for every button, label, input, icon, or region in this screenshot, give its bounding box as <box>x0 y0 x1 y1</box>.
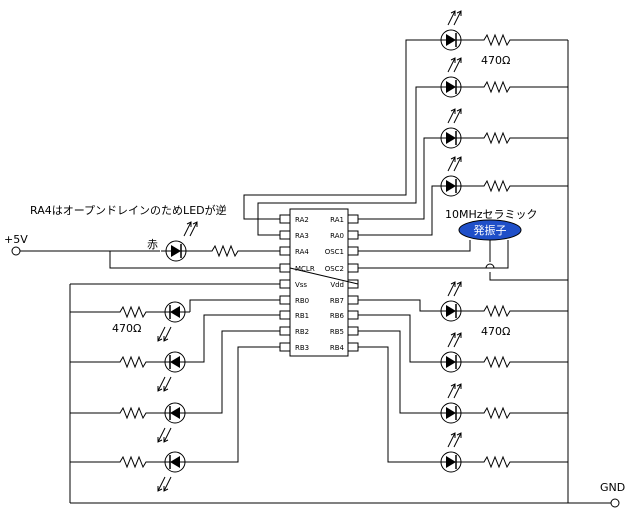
pin-rb2: RB2 <box>295 328 309 336</box>
led-top-1-rays-icon <box>447 10 462 26</box>
led-left-2-rays-icon <box>157 376 172 392</box>
led-top-2-rays-icon <box>447 57 462 73</box>
led-right-4-rays-icon <box>447 432 462 448</box>
resistor-right-label: 470Ω <box>481 325 510 338</box>
resistor-left-2-icon <box>115 356 151 368</box>
led-top-1-icon <box>435 29 467 51</box>
red-led-label: 赤 <box>147 238 158 251</box>
pin-vss: Vss <box>295 281 307 289</box>
led-left-4-rays-icon <box>157 476 172 492</box>
right-led-rows <box>435 281 568 473</box>
resistor-right-1-icon <box>479 305 515 317</box>
resonator-label: 発振子 <box>474 223 507 237</box>
pic-chip: RA2 RA3 RA4 MCLR Vss RB0 RB1 RB2 RB3 RA1… <box>279 208 359 357</box>
resistor-top-1-icon <box>479 34 515 46</box>
pin-rb3: RB3 <box>295 344 309 352</box>
top-led-wires <box>243 39 436 236</box>
pin-ra0: RA0 <box>330 232 344 240</box>
led-left-1-icon <box>159 301 191 323</box>
led-right-3-icon <box>435 402 467 424</box>
pin-ra4: RA4 <box>295 248 309 256</box>
pin-rb5: RB5 <box>330 328 344 336</box>
resistor-left-4-icon <box>115 456 151 468</box>
led-left-1-rays-icon <box>157 326 172 342</box>
right-pins <box>347 214 359 352</box>
led-top-4-icon <box>435 175 467 197</box>
pin-rb6: RB6 <box>330 312 345 320</box>
left-led-wires <box>189 299 280 463</box>
led-left-3-rays-icon <box>157 427 172 443</box>
gnd-label: GND <box>600 481 625 494</box>
pin-ra2: RA2 <box>295 216 309 224</box>
left-led-rows <box>70 301 191 492</box>
led-right-4-icon <box>435 451 467 473</box>
pin-osc1: OSC1 <box>325 248 344 256</box>
led-top-4-rays-icon <box>447 156 462 172</box>
led-top-3-rays-icon <box>447 108 462 124</box>
ra4-note: RA4はオープンドレインのためLEDが逆 <box>30 203 227 217</box>
left-pins <box>279 214 291 352</box>
led-right-3-rays-icon <box>447 383 462 399</box>
resonator-wires <box>358 240 568 281</box>
vdd-tie-wire <box>289 267 359 285</box>
pin-rb4: RB4 <box>330 344 345 352</box>
led-left-2-icon <box>159 351 191 373</box>
pin-rb7: RB7 <box>330 297 344 305</box>
pin-mclr: MCLR <box>295 265 315 273</box>
led-top-2-icon <box>435 76 467 98</box>
pin-osc2: OSC2 <box>325 265 344 273</box>
led-left-3-icon <box>159 402 191 424</box>
pin-ra1: RA1 <box>330 216 344 224</box>
pin-rb0: RB0 <box>295 297 309 305</box>
pin-rb1: RB1 <box>295 312 309 320</box>
led-top-3-icon <box>435 127 467 149</box>
led-right-1-rays-icon <box>447 281 462 297</box>
resistor-top-4-icon <box>479 180 515 192</box>
resistor-left-label: 470Ω <box>112 322 141 335</box>
resistor-left-3-icon <box>115 407 151 419</box>
ra4-led-icon <box>160 240 192 262</box>
gnd-rail <box>69 40 620 508</box>
vplus-terminal <box>11 246 280 256</box>
resistor-right-4-icon <box>479 456 515 468</box>
ra4-led-rays-icon <box>183 221 198 237</box>
resistor-right-3-icon <box>479 407 515 419</box>
top-led-rows <box>435 10 568 197</box>
right-led-wires <box>358 299 436 463</box>
resistor-top-2-icon <box>479 81 515 93</box>
resistor-left-1-icon <box>115 306 151 318</box>
resistor-top-3-icon <box>479 132 515 144</box>
led-right-2-icon <box>435 351 467 373</box>
pin-ra3: RA3 <box>295 232 309 240</box>
resonator-title: 10MHzセラミック <box>445 208 538 221</box>
vplus-label: +5V <box>4 233 28 246</box>
mclr-wire <box>109 251 280 269</box>
led-left-4-icon <box>159 451 191 473</box>
led-right-2-rays-icon <box>447 332 462 348</box>
resistor-top-label: 470Ω <box>481 54 510 67</box>
resistor-right-2-icon <box>479 356 515 368</box>
pin-vdd: Vdd <box>330 281 344 289</box>
ra4-resistor-icon <box>207 245 243 257</box>
led-right-1-icon <box>435 300 467 322</box>
